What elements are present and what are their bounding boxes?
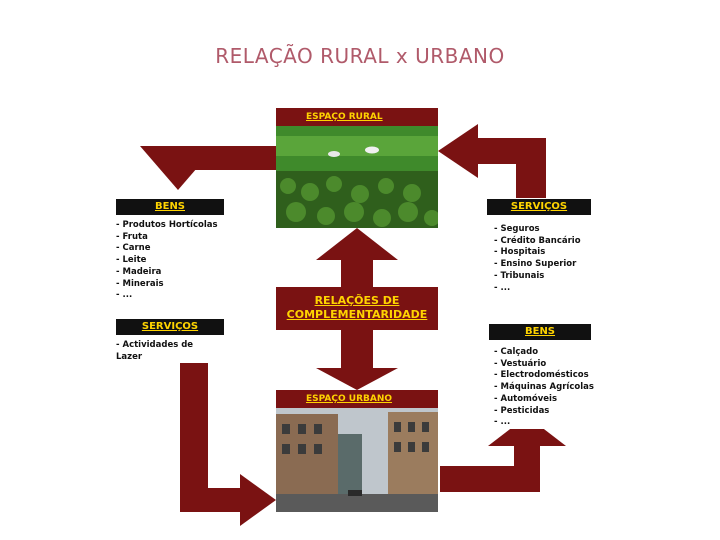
right-servicos-header: SERVIÇOS: [487, 199, 591, 215]
arrow-bottom-right-vertical: [514, 440, 540, 492]
rural-photo: ESPAÇO RURAL: [276, 108, 438, 228]
arrow-center-up-shaft: [341, 256, 373, 288]
list-item: ...: [116, 290, 228, 302]
urban-photo: ESPAÇO URBANO: [276, 390, 438, 512]
list-item: Automóveis: [494, 394, 594, 406]
left-servicos-line2: Lazer: [116, 352, 228, 364]
complementarity-box: RELAÇÕES DE COMPLEMENTARIDADE: [276, 287, 438, 330]
list-item: Produtos Hortícolas: [116, 220, 228, 232]
rural-field-image: [276, 126, 438, 228]
rural-label: ESPAÇO RURAL: [276, 108, 438, 126]
list-item: Hospitais: [494, 247, 594, 259]
list-item: Seguros: [494, 224, 594, 236]
list-item: Carne: [116, 243, 228, 255]
left-servicos-header: SERVIÇOS: [116, 319, 224, 335]
arrow-bottom-left-head: [240, 474, 276, 526]
arrow-center-down-head: [316, 368, 398, 390]
list-item: Minerais: [116, 279, 228, 291]
arrow-top-right-shaft: [478, 138, 546, 164]
arrow-center-up-head: [316, 228, 398, 260]
list-item: Madeira: [116, 267, 228, 279]
arrow-bottom-left-shaft: [180, 488, 240, 512]
left-bens-header: BENS: [116, 199, 224, 215]
urban-label: ESPAÇO URBANO: [276, 390, 438, 408]
right-bens-list: Calçado Vestuário Electrodomésticos Máqu…: [494, 347, 594, 429]
list-item: Tribunais: [494, 271, 594, 283]
list-item: Ensino Superior: [494, 259, 594, 271]
arrow-top-right-head: [438, 124, 478, 178]
right-servicos-list: Seguros Crédito Bancário Hospitais Ensin…: [494, 224, 594, 294]
urban-street-image: [276, 408, 438, 512]
right-bens-header: BENS: [489, 324, 591, 340]
left-servicos-line1: - Actividades de: [116, 340, 228, 352]
list-item: Calçado: [494, 347, 594, 359]
complementarity-line1: RELAÇÕES DE: [276, 294, 438, 308]
list-item: Pesticidas: [494, 406, 594, 418]
list-item: Fruta: [116, 232, 228, 244]
list-item: Crédito Bancário: [494, 236, 594, 248]
list-item: Leite: [116, 255, 228, 267]
arrow-center-down-shaft: [341, 330, 373, 370]
complementarity-line2: COMPLEMENTARIDADE: [276, 308, 438, 322]
left-servicos-text: - Actividades de Lazer: [116, 340, 228, 363]
list-item: ...: [494, 283, 594, 295]
list-item: Máquinas Agrícolas: [494, 382, 594, 394]
left-bens-list: Produtos Hortícolas Fruta Carne Leite Ma…: [116, 220, 228, 302]
list-item: Vestuário: [494, 359, 594, 371]
list-item: ...: [494, 417, 594, 429]
list-item: Electrodomésticos: [494, 370, 594, 382]
